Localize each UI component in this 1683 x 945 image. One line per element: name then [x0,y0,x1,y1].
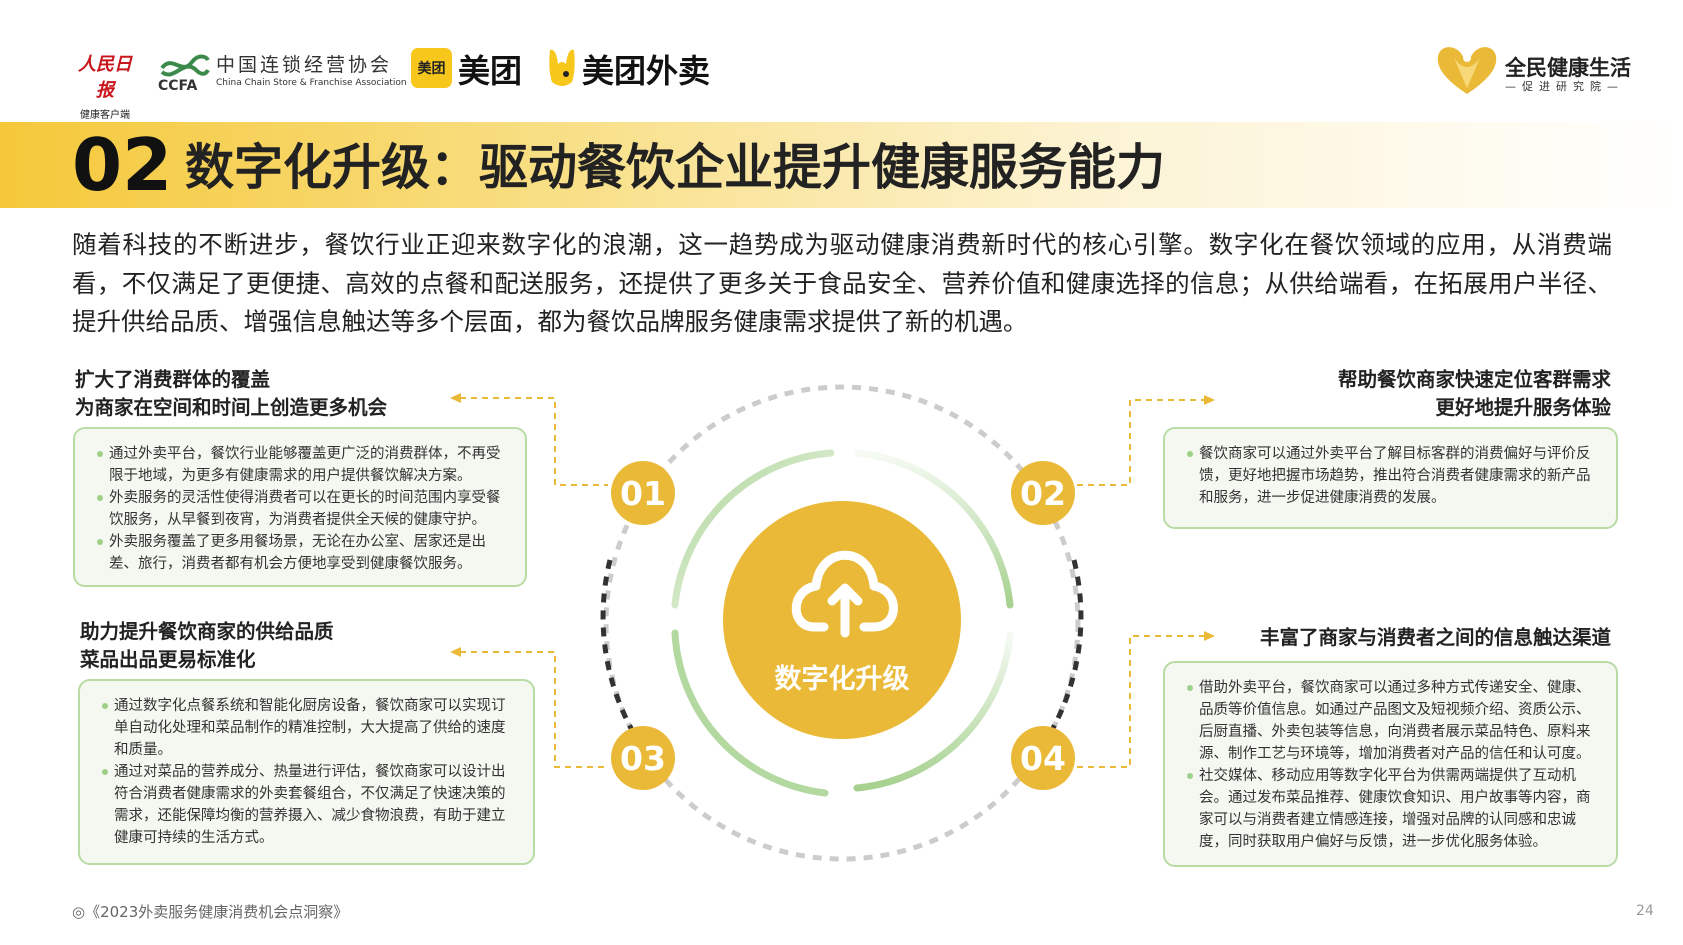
connector-lines [460,397,1205,768]
meituan-waimai-kangaroo-icon [549,49,575,86]
health-institute-subtitle: —促进研究院— [1505,80,1624,93]
outer-dashed-ring [603,384,1081,862]
section-2-title-line1: 帮助餐饮商家快速定位客群需求 [1337,368,1611,391]
connector-arrowheads [450,393,1215,657]
section-3-title-line1: 助力提升餐饮商家的供给品质 [80,620,334,643]
bullet-item: 社交媒体、移动应用等数字化平台为供需两端提供了互动机会。通过发布菜品推荐、健康饮… [1187,765,1596,853]
green-arc-2 [854,449,1014,609]
section-1-box: 通过外卖平台，餐饮行业能够覆盖更广泛的消费群体，不再受限于地域，为更多有健康需求… [73,427,527,587]
right-dark-dash [1049,559,1084,732]
green-arc-3 [671,629,829,797]
bullet-item: 通过对菜品的营养成分、热量进行评估，餐饮商家可以设计出符合消费者健康需求的外卖套… [102,761,513,849]
section-4-box: 借助外卖平台，餐饮商家可以通过多种方式传递安全、健康、品质等价值信息。如通过产品… [1163,661,1618,867]
section-3-title-line2: 菜品出品更易标准化 [80,648,256,671]
section-3-heading: 助力提升餐饮商家的供给品质 菜品出品更易标准化 [80,618,334,674]
page-title: 数字化升级：驱动餐饮企业提升健康服务能力 [185,139,1166,196]
ccfa-emblem-icon [160,54,210,77]
people-daily-logo: 人民日报 健康客户端 [72,40,138,121]
ccfa-en: China Chain Store & Franchise Associatio… [216,78,407,88]
bullet-item: 借助外卖平台，餐饮商家可以通过多种方式传递安全、健康、品质等价值信息。如通过产品… [1187,677,1596,765]
bullet-item: 外卖服务的灵活性使得消费者可以在更长的时间范围内享受餐饮服务，从早餐到夜宵，为消… [97,487,505,531]
heart-person-logo-icon [1437,47,1497,94]
badge-02: 02 [1011,461,1075,525]
section-2-heading: 帮助餐饮商家快速定位客群需求 更好地提升服务体验 [1338,366,1611,422]
bullet-item: 餐饮商家可以通过外卖平台了解目标客群的消费偏好与评价反馈，更好地把握市场趋势，推… [1187,443,1596,509]
people-daily-name: 人民日报 [78,54,132,101]
bullet-item: 通过数字化点餐系统和智能化厨房设备，餐饮商家可以实现订单自动化处理和菜品制作的精… [102,695,513,761]
section-1-title-line1: 扩大了消费群体的覆盖 [75,368,271,391]
section-3-box: 通过数字化点餐系统和智能化厨房设备，餐饮商家可以实现订单自动化处理和菜品制作的精… [78,679,535,865]
meituan-logo-text: 美团 [458,52,523,90]
section-2-box: 餐饮商家可以通过外卖平台了解目标客群的消费偏好与评价反馈，更好地把握市场趋势，推… [1163,427,1618,529]
green-arc-1 [671,449,835,609]
section-1-heading: 扩大了消费群体的覆盖 为商家在空间和时间上创造更多机会 [75,366,387,422]
ccfa-cn: 中国连锁经营协会 [216,54,393,76]
bullet-item: 外卖服务覆盖了更多用餐场景，无论在办公室、居家还是出差、旅行，消费者都有机会方便… [97,531,505,575]
section-2-title-line2: 更好地提升服务体验 [1435,396,1611,419]
section-4-heading: 丰富了商家与消费者之间的信息触达渠道 [1259,626,1611,649]
green-arc-4 [853,631,1014,792]
meituan-waimai-logo-text: 美团外卖 [582,52,711,90]
page-number: 24 [1636,903,1654,919]
badge-03: 03 [611,726,675,790]
section-1-title-line2: 为商家在空间和时间上创造更多机会 [75,396,388,419]
badge-01: 01 [611,461,675,525]
badge-04: 04 [1011,726,1075,790]
health-institute-title: 全民健康生活 [1505,56,1631,80]
bullet-item: 通过外卖平台，餐饮行业能够覆盖更广泛的消费群体，不再受限于地域，为更多有健康需求… [97,443,505,487]
section-header-band: 02 数字化升级：驱动餐饮企业提升健康服务能力 [0,122,1683,208]
left-dark-dash [600,559,635,732]
source-note: ◎《2023外卖服务健康消费机会点洞察》 [72,903,349,921]
section-number: 02 [72,123,173,207]
meituan-badge-logo: 美团 [411,48,452,88]
center-label: 数字化升级 [774,664,910,695]
ccfa-abbr: CCFA [158,78,198,94]
intro-paragraph: 随着科技的不断进步，餐饮行业正迎来数字化的浪潮，这一趋势成为驱动健康消费新时代的… [72,230,1612,336]
cloud-upload-icon [791,550,898,638]
people-daily-sub: 健康客户端 [80,110,130,121]
